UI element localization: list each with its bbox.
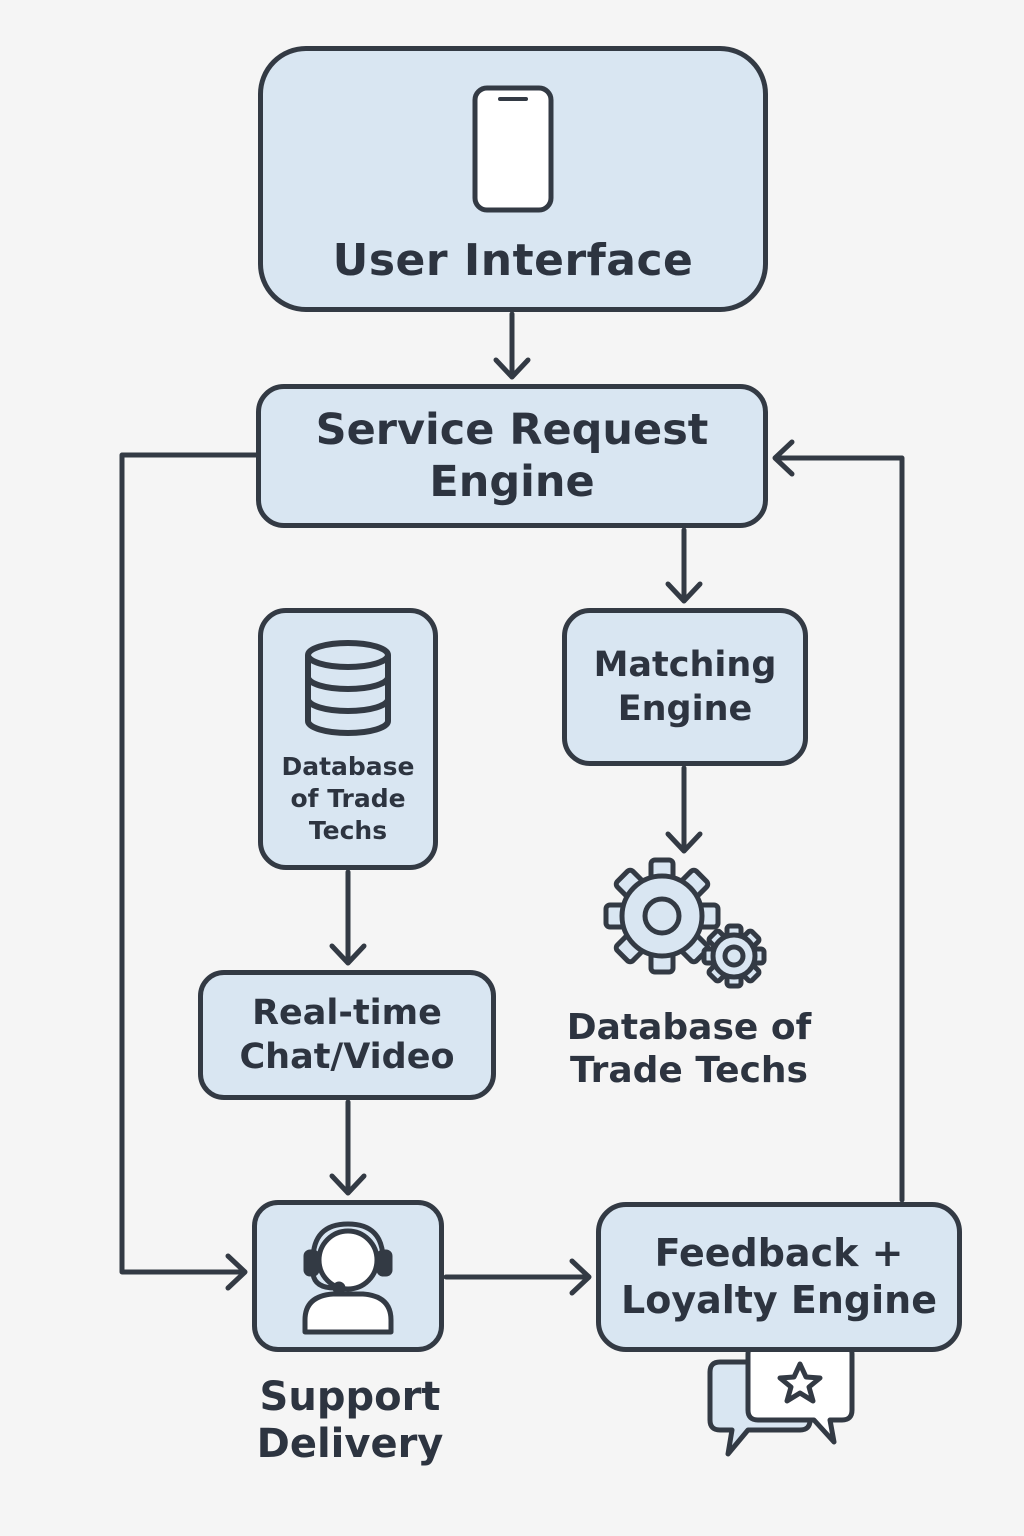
support-delivery-label: Support Delivery [220, 1374, 480, 1468]
star-chat-bubbles-icon [707, 1341, 855, 1457]
database-label-line-2: of Trade [290, 784, 406, 813]
feedback-loyalty-label-line-1: Feedback + [654, 1231, 904, 1275]
feedback-loyalty-engine-node: Feedback + Loyalty Engine [596, 1202, 962, 1352]
support-delivery-label-line-2: Delivery [256, 1421, 444, 1467]
database-label-line-1: Database [281, 752, 415, 781]
user-interface-node: User Interface [258, 46, 768, 312]
support-agent-icon [302, 1221, 394, 1335]
gears-icon [603, 857, 767, 989]
matching-engine-label-line-1: Matching [593, 645, 777, 685]
service-request-engine-node: Service Request Engine [256, 384, 768, 528]
arrowhead-support-to-feedback [569, 1258, 592, 1296]
realtime-chat-label-line-1: Real-time [252, 993, 442, 1033]
arrowhead-ui-to-sre [493, 357, 531, 380]
database-icon [305, 640, 391, 736]
arrowhead-feedback-to-sre [772, 439, 795, 477]
arrowhead-sre-to-matching [665, 581, 703, 604]
arrowhead-matching-to-gears [665, 831, 703, 854]
matching-engine-label-line-2: Engine [617, 689, 753, 729]
database-trade-techs-node: Database of Trade Techs [258, 608, 438, 870]
gear-database-label-line-2: Trade Techs [570, 1050, 808, 1091]
realtime-chat-video-node: Real-time Chat/Video [198, 970, 496, 1100]
arrowhead-chat-to-support [329, 1173, 367, 1196]
edge-feedback-to-sre [773, 455, 905, 1203]
arrowhead-sre-to-support [225, 1253, 248, 1291]
support-delivery-node [252, 1200, 444, 1352]
feedback-loyalty-label-line-2: Loyalty Engine [621, 1278, 937, 1322]
edge-sre-to-support [119, 452, 259, 1275]
database-label-line-3: Techs [308, 816, 388, 845]
service-request-engine-label-line-2: Engine [429, 457, 595, 507]
user-interface-label: User Interface [332, 235, 694, 286]
realtime-chat-label-line-2: Chat/Video [239, 1037, 455, 1077]
gear-database-label-line-1: Database of [566, 1007, 812, 1048]
smartphone-icon [472, 85, 554, 213]
arrowhead-db-to-chat [329, 943, 367, 966]
service-request-engine-label-line-1: Service Request [315, 405, 709, 455]
matching-engine-node: Matching Engine [562, 608, 808, 766]
support-delivery-label-line-1: Support [259, 1374, 441, 1420]
gear-database-label: Database of Trade Techs [548, 1006, 830, 1092]
